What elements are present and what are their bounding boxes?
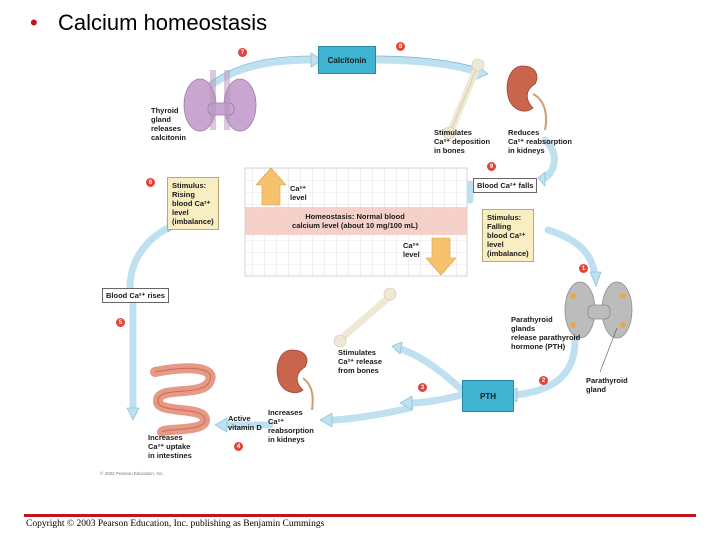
kidney-top-illustration bbox=[506, 65, 548, 131]
calcitonin-box: Calcitonin bbox=[318, 46, 376, 74]
step-badge-6: 6 bbox=[146, 178, 155, 187]
parathyroid-gland-label: Parathyroid gland bbox=[586, 376, 628, 394]
ca-level-up-label: Ca²⁺ level bbox=[290, 184, 307, 202]
arrow-blood-rises-up bbox=[126, 221, 179, 292]
increases-reabsorption-label: Increases Ca²⁺ reabsorption in kidneys bbox=[268, 408, 314, 444]
slide-title: Calcium homeostasis bbox=[58, 10, 268, 35]
arrow-kidney-to-blood-falls bbox=[541, 136, 558, 182]
arrow-stimulus-falling-down bbox=[544, 226, 599, 279]
arrowhead-11 bbox=[537, 171, 546, 187]
ca-level-down-label: Ca²⁺ level bbox=[403, 241, 420, 259]
step-badge-4: 4 bbox=[234, 442, 243, 451]
bone-top-illustration bbox=[442, 58, 485, 140]
arrowhead-6 bbox=[399, 395, 413, 411]
stimulates-deposition-label: Stimulates Ca²⁺ deposition in bones bbox=[434, 128, 491, 155]
arrowhead-9 bbox=[214, 417, 228, 433]
stimulates-release-label: Stimulates Ca²⁺ release from bones bbox=[338, 348, 382, 375]
parathyroid-release-label: Parathyroid glands release parathyroid h… bbox=[511, 315, 581, 351]
step-badge-7: 7 bbox=[238, 48, 247, 57]
arrow-pth-left bbox=[406, 391, 466, 407]
step-badge-9: 9 bbox=[487, 162, 496, 171]
homeostasis-label: Homeostasis: Normal blood calcium level … bbox=[292, 212, 418, 230]
increases-uptake-label: Increases Ca²⁺ uptake in intestines bbox=[148, 433, 192, 460]
reduces-reabsorption-label: Reduces Ca²⁺ reabsorption in kidneys bbox=[508, 128, 572, 155]
step-badge-5: 5 bbox=[116, 318, 125, 327]
blood-falls-label: Blood Ca²⁺ falls bbox=[473, 178, 538, 193]
arrowhead-2 bbox=[310, 52, 324, 68]
image-credit: © 2002 Pearson Education, Inc. bbox=[100, 471, 164, 476]
active-vitamin-d-label: Active vitamin D bbox=[228, 414, 262, 432]
arrowhead-3 bbox=[589, 271, 602, 287]
level-down-arrow bbox=[425, 237, 457, 276]
footer-rule bbox=[24, 514, 696, 517]
parathyroid-illustration bbox=[564, 281, 633, 339]
step-badge-1: 1 bbox=[579, 264, 588, 273]
thyroid-label: Thyroid gland releases calcitonin bbox=[151, 106, 187, 142]
blood-rises-label: Blood Ca²⁺ rises bbox=[102, 288, 169, 303]
footer-copyright: Copyright © 2003 Pearson Education, Inc.… bbox=[26, 519, 325, 529]
homeostasis-band bbox=[245, 207, 467, 235]
arrow-pth-to-bone bbox=[394, 344, 466, 394]
pth-box: PTH bbox=[462, 380, 514, 412]
kidney-lower-illustration bbox=[276, 349, 314, 411]
title-bullet: • bbox=[30, 10, 38, 35]
level-up-arrow bbox=[255, 167, 287, 206]
arrow-parathyroid-down bbox=[511, 336, 579, 399]
arrow-calcitonin-to-bone bbox=[368, 56, 482, 76]
thyroid-gland-illustration bbox=[183, 70, 257, 132]
parathyroid-pointer bbox=[599, 327, 618, 373]
intestines-illustration bbox=[150, 363, 216, 437]
step-badge-8: 8 bbox=[396, 42, 405, 51]
stimulus-rising-box: Stimulus: Rising blood Ca²⁺ level (imbal… bbox=[167, 177, 219, 230]
arrow-kidney-lower bbox=[326, 404, 414, 424]
step-badge-2: 2 bbox=[539, 376, 548, 385]
arrowhead-8 bbox=[319, 412, 333, 428]
bone-middle-illustration bbox=[333, 287, 397, 348]
step-badge-3: 3 bbox=[418, 383, 427, 392]
stimulus-falling-box: Stimulus: Falling blood Ca²⁺ level (imba… bbox=[482, 209, 534, 262]
arrowhead-5 bbox=[126, 407, 140, 421]
arrowhead-7 bbox=[391, 341, 403, 355]
